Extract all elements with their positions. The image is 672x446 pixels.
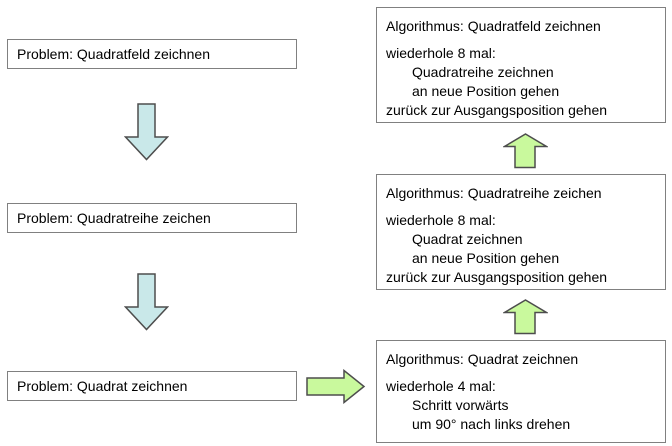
problem-box-quadratreihe: Problem: Quadratreihe zeichen	[7, 203, 297, 233]
algorithm-title: Algorithmus: Quadratreihe zeichen	[386, 185, 602, 201]
problem-box-quadrat: Problem: Quadrat zeichnen	[7, 371, 297, 401]
algorithm-line: wiederhole 4 mal:	[386, 378, 496, 394]
down-arrow-icon	[124, 103, 169, 161]
algorithm-line: Quadrat zeichnen	[412, 231, 523, 247]
up-arrow-icon	[503, 299, 548, 335]
algorithm-line: an neue Position gehen	[412, 83, 560, 99]
algorithm-line: Schritt vorwärts	[412, 397, 509, 413]
algorithm-title: Algorithmus: Quadrat zeichnen	[386, 351, 579, 367]
algorithm-line: wiederhole 8 mal:	[386, 45, 496, 61]
problem-label: Problem: Quadrat zeichnen	[17, 377, 188, 394]
algorithm-line: an neue Position gehen	[412, 250, 560, 266]
problem-box-quadratfeld: Problem: Quadratfeld zeichnen	[7, 39, 297, 69]
up-arrow-icon	[503, 133, 548, 169]
algorithm-box-quadratreihe: Algorithmus: Quadratreihe zeichen wieder…	[376, 174, 666, 290]
algorithm-line: zurück zur Ausgangsposition gehen	[386, 269, 608, 285]
algorithm-box-quadratfeld: Algorithmus: Quadratfeld zeichnen wieder…	[376, 7, 666, 123]
right-arrow-icon	[306, 369, 366, 404]
algorithm-line: Quadratreihe zeichnen	[412, 64, 554, 80]
problem-label: Problem: Quadratreihe zeichen	[17, 209, 211, 226]
algorithm-box-quadrat: Algorithmus: Quadrat zeichnen wiederhole…	[376, 340, 666, 443]
down-arrow-icon	[124, 273, 169, 331]
problem-label: Problem: Quadratfeld zeichnen	[17, 45, 210, 62]
algorithm-line: wiederhole 8 mal:	[386, 212, 496, 228]
algorithm-line: zurück zur Ausgangsposition gehen	[386, 102, 608, 118]
algorithm-line: um 90° nach links drehen	[412, 416, 571, 432]
algorithm-title: Algorithmus: Quadratfeld zeichnen	[386, 18, 601, 34]
